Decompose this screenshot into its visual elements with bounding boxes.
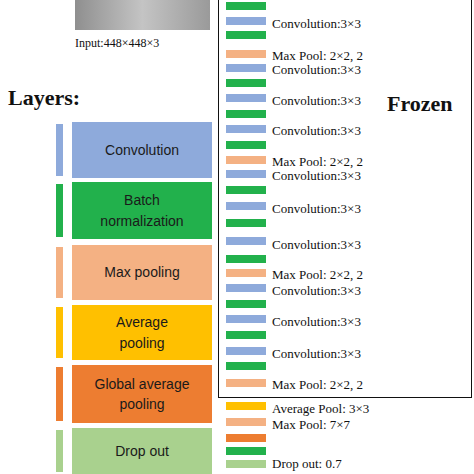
legend-text: Average pooling [92, 312, 192, 353]
legend-swatch: Convolution [72, 122, 212, 178]
layer-label: Average Pool: 3×3 [272, 401, 369, 417]
layer-label: Drop out: 0.7 [272, 456, 342, 472]
legend-text: Global average pooling [92, 374, 192, 415]
layer-label: Convolution:3×3 [272, 201, 361, 217]
layer-label: Max Pool: 2×2, 2 [272, 267, 363, 283]
legend-bar [56, 307, 63, 358]
region-title: Frozen [387, 91, 453, 117]
legend-heading: Layers: [8, 85, 80, 111]
layer-label: Convolution:3×3 [272, 123, 361, 139]
legend-text: Drop out [115, 441, 169, 461]
legend-bar [56, 430, 63, 472]
legend-bar [56, 247, 63, 298]
layer-label: Convolution:3×3 [272, 314, 361, 330]
legend-swatch: Global average pooling [72, 365, 212, 423]
legend-text: Batch normalization [92, 190, 192, 231]
layer-label: Convolution:3×3 [272, 62, 361, 78]
layer-label: Convolution:3×3 [272, 237, 361, 253]
layer-label: Convolution:3×3 [272, 16, 361, 32]
legend-swatch: Drop out [72, 428, 212, 474]
legend-text: Convolution [105, 140, 179, 160]
layer-label: Max Pool: 2×2, 2 [272, 154, 363, 170]
layer-label: Convolution:3×3 [272, 346, 361, 362]
legend-bar [56, 124, 63, 176]
layer-label: Convolution:3×3 [272, 283, 361, 299]
layer-label: Max Pool: 7×7 [272, 417, 350, 433]
layer-bars [226, 2, 266, 468]
legend-swatch: Batch normalization [72, 182, 212, 239]
layer-label: Convolution:3×3 [272, 93, 361, 109]
legend-bar [56, 367, 63, 421]
input-size-label: Input:448×448×3 [75, 36, 159, 51]
legend-swatch: Max pooling [72, 245, 212, 300]
legend-swatch: Average pooling [72, 305, 212, 360]
layer-label: Max Pool: 2×2, 2 [272, 48, 363, 64]
input-image [75, 0, 210, 30]
legend-bar [56, 184, 63, 237]
layer-label: Convolution:3×3 [272, 168, 361, 184]
layer-label: Max Pool: 2×2, 2 [272, 377, 363, 393]
legend-text: Max pooling [104, 262, 180, 282]
